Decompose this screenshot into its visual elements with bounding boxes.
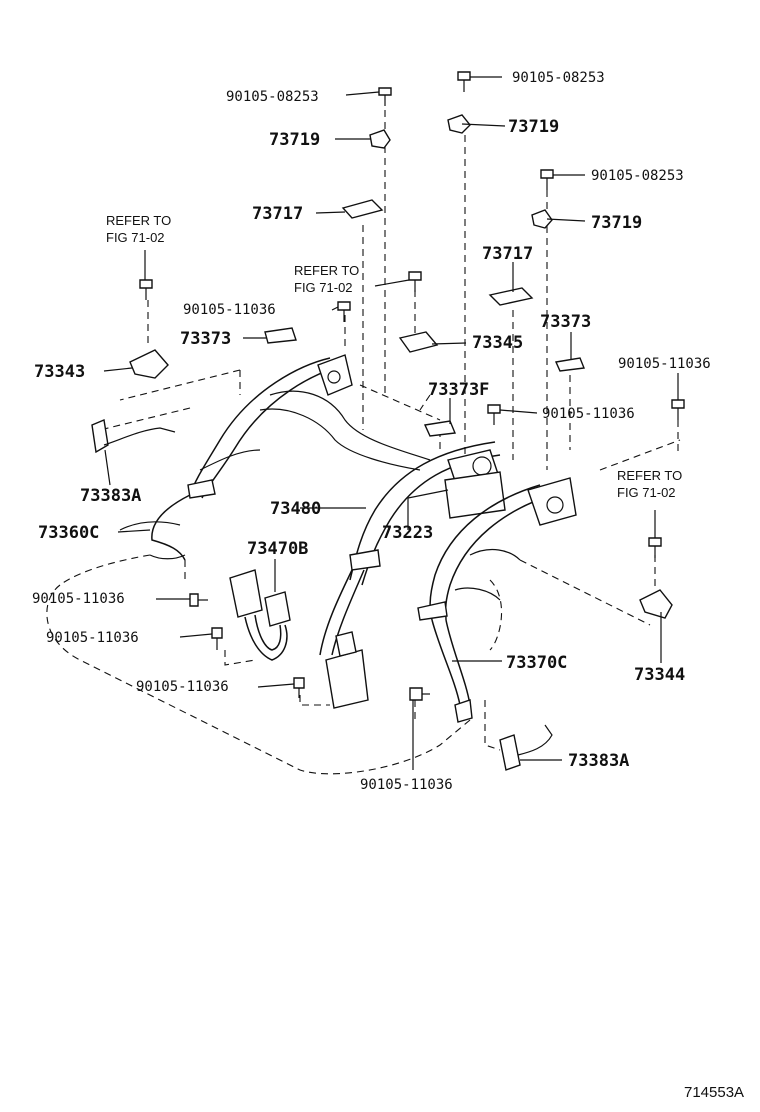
refer-note-line1: REFER TO <box>617 468 682 483</box>
label-guide-73373: 73373 <box>540 312 591 332</box>
label-bolt-11036: 90105-11036 <box>618 356 711 372</box>
bolt-icon <box>337 301 351 322</box>
anchor-73719-mid-icon <box>447 114 471 134</box>
label-bolt-11036: 90105-11036 <box>46 630 139 646</box>
label-guide-73373F: 73373F <box>428 380 489 400</box>
bolt-icon <box>648 537 662 558</box>
seat-contours <box>119 390 521 601</box>
label-retractor-73223: 73223 <box>382 523 433 543</box>
label-guide-73373: 73373 <box>180 329 231 349</box>
anchor-73345-icon <box>398 331 439 353</box>
label-anchor-73345: 73345 <box>472 333 523 353</box>
label-belt-73480: 73480 <box>270 499 321 519</box>
label-bolt-11036: 90105-11036 <box>360 777 453 793</box>
buckle-73470B-icon <box>229 569 291 661</box>
bolt-icon <box>487 404 501 425</box>
sensor-73383A-right-icon <box>499 724 553 771</box>
belt-73360C-icon <box>151 354 353 561</box>
label-anchor-73344: 73344 <box>634 665 685 685</box>
bolt-icon <box>409 687 430 701</box>
label-bolt-08253: 90105-08253 <box>512 70 605 86</box>
mount-dash-lines <box>147 110 679 720</box>
label-sensor-73383A: 73383A <box>568 751 629 771</box>
retractor-73223-icon <box>444 449 506 519</box>
bolt-icon <box>540 169 554 190</box>
refer-note-line2: FIG 71-02 <box>294 280 353 295</box>
label-anchor-73719: 73719 <box>269 130 320 150</box>
label-bolt-08253: 90105-08253 <box>226 89 319 105</box>
label-bolt-11036: 90105-11036 <box>183 302 276 318</box>
bolt-icon <box>671 399 685 420</box>
anchor-73719-left-icon <box>369 129 391 149</box>
sensor-73383A-left-icon <box>91 419 176 454</box>
label-bolt-11036: 90105-11036 <box>32 591 125 607</box>
refer-note-line1: REFER TO <box>294 263 359 278</box>
bolt-icon <box>293 677 305 698</box>
label-belt-73370C: 73370C <box>506 653 567 673</box>
guide-73373F-icon <box>423 420 457 437</box>
label-anchor-73343: 73343 <box>34 362 85 382</box>
label-belt-73360C: 73360C <box>38 523 99 543</box>
bolt-icon <box>378 87 392 106</box>
label-buckle-73470B: 73470B <box>247 539 308 559</box>
refer-note-line2: FIG 71-02 <box>617 485 676 500</box>
anchor-73343-icon <box>129 349 169 379</box>
cover-73717-right-icon <box>488 287 534 306</box>
label-anchor-73719: 73719 <box>591 213 642 233</box>
label-sensor-73383A: 73383A <box>80 486 141 506</box>
bolt-icon <box>139 279 153 300</box>
anchor-73719-right-icon <box>531 209 553 229</box>
bolt-icon <box>189 593 208 607</box>
floor-outline <box>46 369 681 775</box>
label-anchor-73719: 73719 <box>508 117 559 137</box>
label-bolt-11036: 90105-11036 <box>136 679 229 695</box>
label-bolt-08253: 90105-08253 <box>591 168 684 184</box>
refer-note-line2: FIG 71-02 <box>106 230 165 245</box>
figure-code: 714553A <box>684 1084 744 1101</box>
bolt-icon <box>408 271 422 292</box>
anchor-73344-icon <box>639 589 673 619</box>
belt-73370C-icon <box>417 477 577 723</box>
label-cover-73717: 73717 <box>482 244 533 264</box>
label-cover-73717: 73717 <box>252 204 303 224</box>
bolt-icon <box>457 71 471 92</box>
guide-73373-left-icon <box>264 327 297 344</box>
leader-lines <box>103 76 679 770</box>
cover-73717-left-icon <box>341 199 384 219</box>
bolt-icon <box>211 627 223 650</box>
label-bolt-11036: 90105-11036 <box>542 406 635 422</box>
guide-73373-right-icon <box>554 357 585 372</box>
refer-note-line1: REFER TO <box>106 213 171 228</box>
